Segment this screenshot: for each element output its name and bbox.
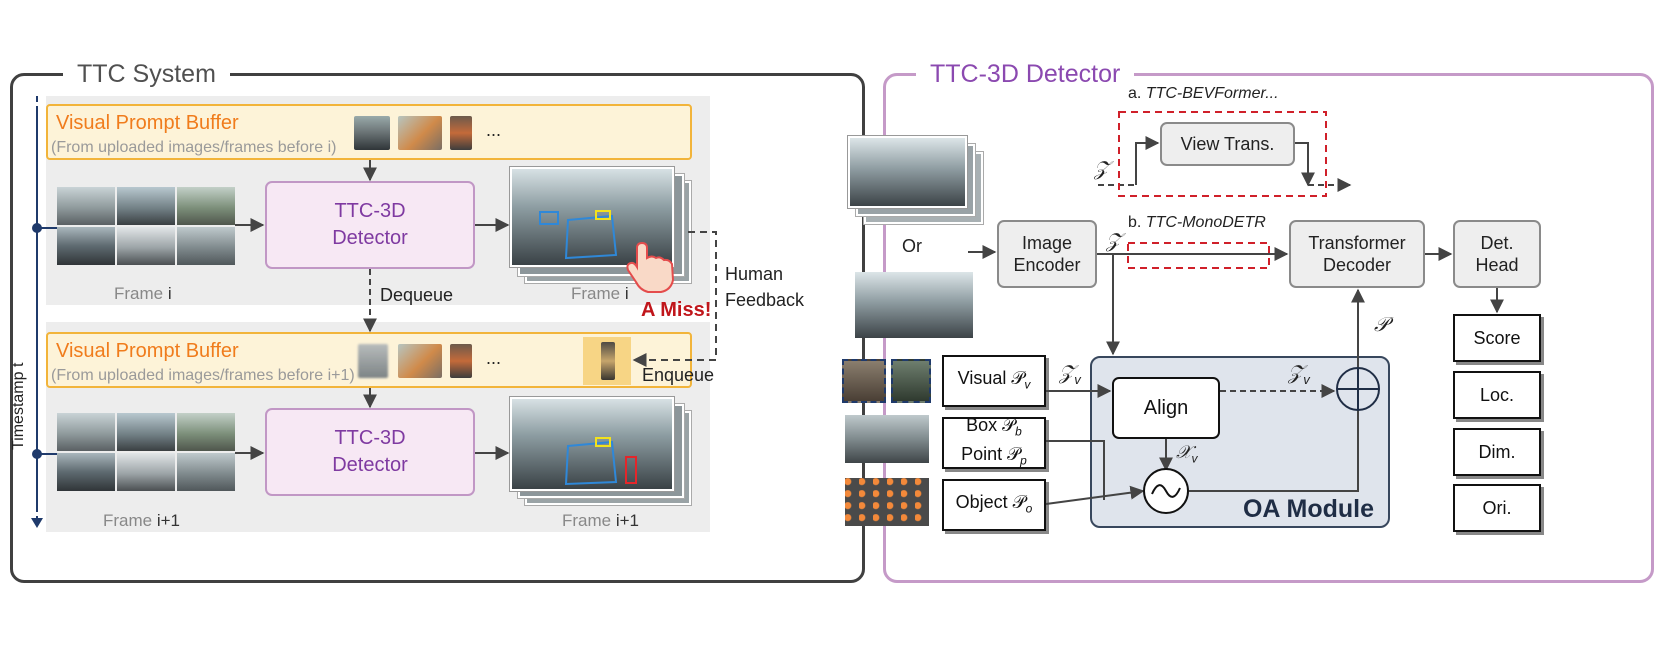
add-node-icon xyxy=(1336,367,1380,411)
or-label: Or xyxy=(902,236,922,256)
vpb2-subtitle: (From uploaded images/frames before i+1) xyxy=(51,367,355,384)
frame-i1-output-label: Frame i+1 xyxy=(562,511,640,530)
zv-symbol-right: 𝒵v xyxy=(1288,362,1310,387)
human-feedback-line1: Human xyxy=(725,264,784,284)
object-prompt-image xyxy=(845,478,929,526)
det-head-box: Det.Head xyxy=(1453,220,1541,288)
variant-a-label: a. TTC-BEVFormer... xyxy=(1128,85,1279,102)
camera-grid-frame-i1 xyxy=(57,413,235,491)
human-feedback-line2: Feedback xyxy=(725,290,805,310)
variant-b-region xyxy=(1127,242,1270,269)
ttc-3d-detector-title: TTC-3D Detector xyxy=(916,58,1135,90)
frame-i-input-label: Frame i xyxy=(114,284,172,303)
prompt-thumb-cone xyxy=(450,116,472,150)
enqueue-label: Enqueue xyxy=(642,365,715,385)
arrow-human-feedback xyxy=(632,231,717,367)
visual-prompt-buffer-2: Visual Prompt Buffer (From uploaded imag… xyxy=(46,332,692,388)
output-dim: Dim. xyxy=(1453,428,1541,476)
arrow-encoder-to-oa xyxy=(1097,253,1120,356)
vpb1-title: Visual Prompt Buffer xyxy=(56,112,239,134)
detector2-line2: Detector xyxy=(332,454,408,476)
line-z-to-viewtrans-dashed xyxy=(1098,142,1158,186)
ttc-system-title: TTC System xyxy=(63,58,230,90)
arrow-object-to-fusion xyxy=(1045,485,1145,505)
vpb2-ellipsis: ... xyxy=(486,348,502,368)
monocular-image xyxy=(855,272,973,338)
frame-i-output-label: Frame i xyxy=(571,284,629,303)
detector1-line2: Detector xyxy=(332,227,408,249)
visual-prompt-box: Visual 𝒫v xyxy=(942,355,1046,407)
detector1-line1: TTC-3D xyxy=(334,200,406,222)
align-box: Align xyxy=(1112,377,1220,439)
dequeue-label: Dequeue xyxy=(380,285,454,305)
fusion-node-icon xyxy=(1143,468,1189,514)
visual-prompt-buffer-1: Visual Prompt Buffer (From uploaded imag… xyxy=(46,104,692,160)
variant-b-label: b. TTC-MonoDETR xyxy=(1128,214,1266,231)
multi-view-image xyxy=(848,136,967,208)
line-fusion-to-add xyxy=(1189,410,1359,492)
vpb1-ellipsis: ... xyxy=(486,120,502,140)
prompt-thumb-barrier xyxy=(398,344,442,378)
output-loc: Loc. xyxy=(1453,371,1541,419)
zv-symbol-left: 𝒵v xyxy=(1059,362,1081,387)
box-point-prompt-image xyxy=(845,415,929,463)
detector2-line1: TTC-3D xyxy=(334,427,406,449)
ttc-3d-detector-1: TTC-3D Detector xyxy=(265,181,475,269)
prompt-thumb-car xyxy=(354,116,390,150)
ttc-3d-detector-2: TTC-3D Detector xyxy=(265,408,475,496)
output-score: Score xyxy=(1453,314,1541,362)
a-miss-label: A Miss! xyxy=(641,299,712,321)
arrow-viewtrans-down xyxy=(1295,142,1315,187)
prompt-thumb-car-blurred xyxy=(358,344,388,378)
visual-prompt-thumb-1 xyxy=(842,359,886,403)
hand-pointer-icon xyxy=(626,241,675,293)
object-prompt-box: Object 𝒫o xyxy=(942,479,1046,531)
variant-a-region xyxy=(1118,111,1327,197)
view-trans-box: View Trans. xyxy=(1160,122,1295,166)
xv-symbol: 𝒳v xyxy=(1176,442,1198,466)
oa-module-label: OA Module xyxy=(1242,495,1374,523)
visual-prompt-thumb-2 xyxy=(891,359,931,403)
prompt-thumb-barrier xyxy=(398,116,442,150)
p-symbol: 𝒫 xyxy=(1374,314,1389,336)
vpb2-title: Visual Prompt Buffer xyxy=(56,340,239,362)
box-point-prompt-box: Box 𝒫b Point 𝒫p xyxy=(942,415,1046,469)
line-box-point-to-fusion xyxy=(1046,440,1105,500)
z-symbol-a: 𝒵 xyxy=(1094,158,1110,180)
vpb1-subtitle: (From uploaded images/frames before i) xyxy=(51,139,337,156)
frame-i1-input-label: Frame i+1 xyxy=(103,511,181,530)
z-symbol-b: 𝒵 xyxy=(1106,230,1122,252)
prompt-thumb-pedestrian xyxy=(601,342,615,380)
timeline xyxy=(31,96,57,528)
output-ori: Ori. xyxy=(1453,484,1541,532)
prompt-thumb-cone xyxy=(450,344,472,378)
camera-grid-frame-i xyxy=(57,187,235,265)
